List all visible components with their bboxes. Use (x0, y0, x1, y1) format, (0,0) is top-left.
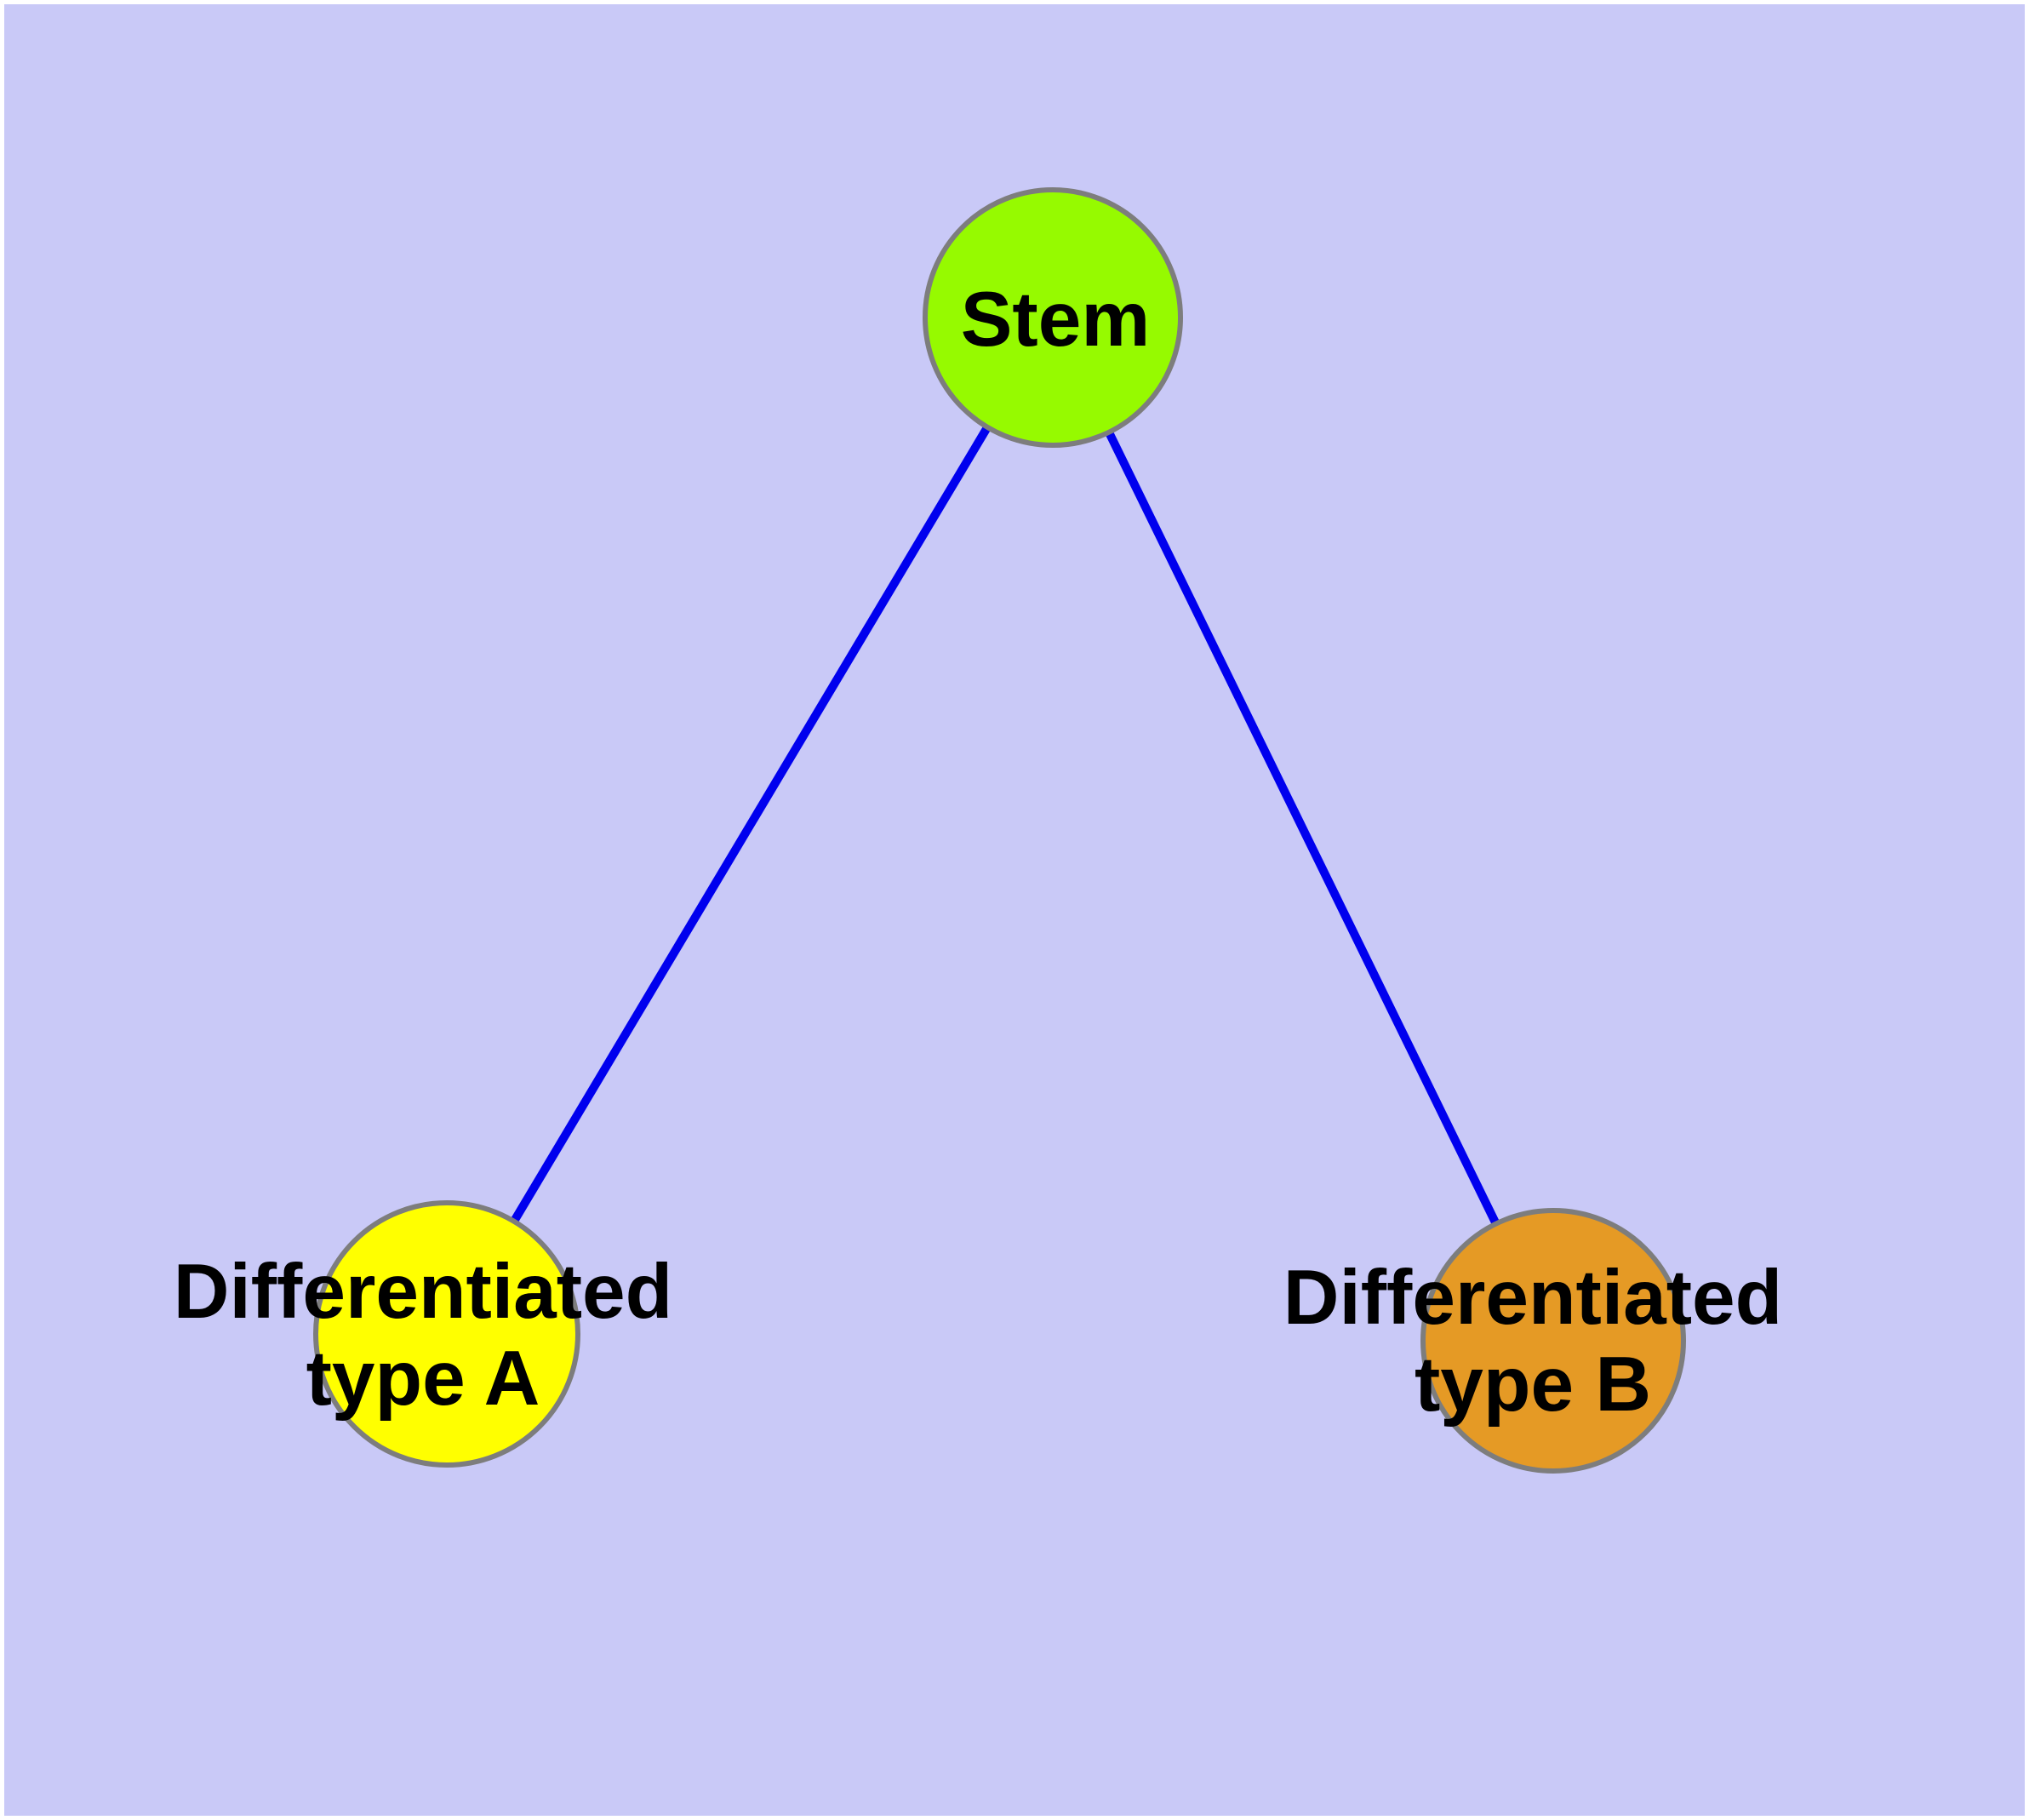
edge-stem-to-type-b (1049, 315, 1557, 1343)
node-type-a-circle (313, 1200, 580, 1468)
node-stem-label: Stem (961, 277, 1151, 363)
node-stem-circle (923, 187, 1183, 448)
node-type-b-label-line2: type B (1415, 1342, 1651, 1428)
node-type-a-label-line1: Differentiated (174, 1249, 673, 1335)
edge-stem-to-type-a (443, 315, 1057, 1336)
node-type-b-label-line1: Differentiated (1283, 1255, 1783, 1341)
node-type-b-circle (1420, 1208, 1686, 1474)
node-type-a-label-line2: type A (306, 1336, 540, 1422)
